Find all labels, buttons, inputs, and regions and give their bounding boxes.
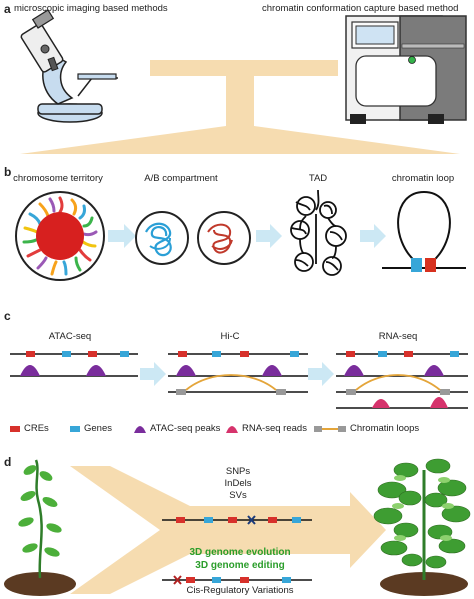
arrow-c2 <box>308 362 334 386</box>
stage-label-3: TAD <box>308 173 328 184</box>
variant-track-bottom <box>162 575 312 585</box>
stage-label-2: A/B compartment <box>144 173 218 184</box>
variant-label-snps: SNPs <box>225 466 251 477</box>
panel-c-letter: c <box>4 309 11 323</box>
column-rnaseq-label: RNA-seq <box>378 331 418 342</box>
variant-label-indels: InDels <box>224 478 252 489</box>
legend-cres: CREs <box>24 423 49 434</box>
tad-icon <box>290 189 347 276</box>
atac-tracks <box>10 351 138 377</box>
chromosome-territory-icon <box>15 191 105 281</box>
panel-a-funnel-arrow <box>20 60 460 154</box>
panel-a-letter: a <box>4 2 11 16</box>
legend-rnaseq-reads: RNA-seq reads <box>242 423 307 434</box>
panel-d-letter: d <box>4 455 12 469</box>
panel-b-letter: b <box>4 165 12 179</box>
stage-label-1: chromosome territory <box>13 173 103 184</box>
capture-instrument-icon <box>345 15 467 124</box>
arrow-c1 <box>140 362 166 386</box>
large-plant-icon <box>373 458 471 596</box>
microscopy-label: microscopic imaging based methods <box>14 3 168 14</box>
stage-label-4: chromatin loop <box>391 173 455 184</box>
arrow-b1 <box>108 224 136 248</box>
chromatin-capture-label: chromatin conformation capture based met… <box>262 3 459 14</box>
variant-label-svs: SVs <box>229 490 247 501</box>
legend-genes: Genes <box>84 423 112 434</box>
column-hic-label: Hi-C <box>220 331 240 342</box>
label-3d-genome-editing: 3D genome editing <box>195 560 285 571</box>
arrow-b3 <box>360 224 386 248</box>
label-3d-genome-evolution: 3D genome evolution <box>189 547 291 558</box>
legend-atac-peaks: ATAC-seq peaks <box>150 423 221 434</box>
legend-swatches <box>10 426 346 433</box>
small-plant-icon <box>4 459 76 596</box>
arrow-b2 <box>256 224 282 248</box>
column-atac-label: ATAC-seq <box>48 331 92 342</box>
chromatin-loop-icon <box>382 190 466 272</box>
label-cis-regulatory-variations: Cis-Regulatory Variations <box>186 585 294 596</box>
legend-chromatin-loops: Chromatin loops <box>350 423 420 434</box>
rnaseq-tracks <box>336 351 468 409</box>
ab-compartment-icon <box>135 211 251 265</box>
variant-track-top <box>162 515 312 525</box>
microscope-icon <box>20 9 118 123</box>
panel-d-arrow <box>70 466 386 594</box>
hic-tracks <box>168 351 308 395</box>
